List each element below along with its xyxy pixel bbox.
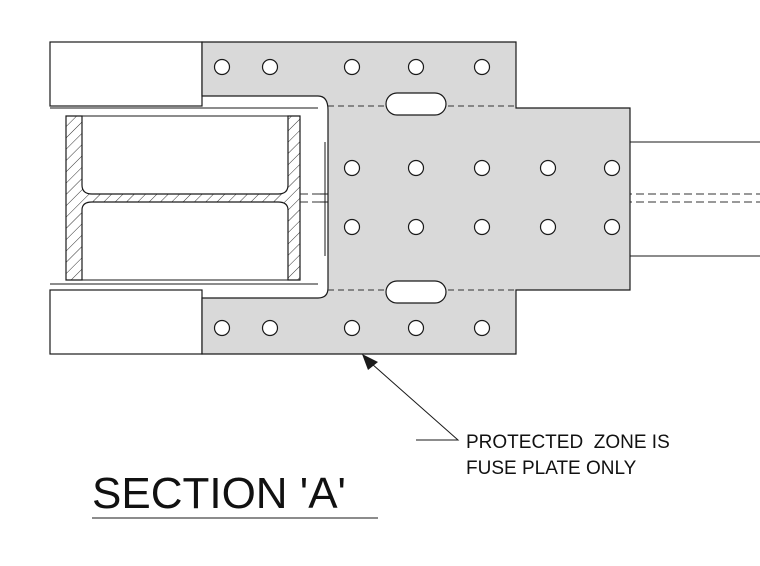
- bolt-hole: [473, 159, 491, 177]
- bolt-hole: [343, 218, 361, 236]
- beam-bottom-flange: [49, 283, 318, 355]
- bolt-hole: [473, 319, 491, 337]
- slotted-hole-bottom: [385, 280, 447, 304]
- wide-flange-section: [65, 115, 301, 281]
- beam-top-flange: [49, 41, 318, 109]
- bolt-hole: [407, 319, 425, 337]
- bolt-hole: [213, 58, 231, 76]
- bolt-hole: [261, 319, 279, 337]
- bolt-hole: [539, 218, 557, 236]
- bolt-hole: [473, 218, 491, 236]
- bolt-hole: [407, 159, 425, 177]
- note-line-2: FUSE PLATE ONLY: [466, 458, 637, 479]
- bolt-hole: [603, 159, 621, 177]
- bolt-hole: [343, 58, 361, 76]
- bolt-hole: [343, 159, 361, 177]
- bolt-hole: [407, 58, 425, 76]
- bolt-hole: [213, 319, 231, 337]
- bolt-hole: [603, 218, 621, 236]
- bolt-hole: [473, 58, 491, 76]
- section-title: SECTION 'A': [92, 469, 346, 518]
- slotted-hole-top: [385, 92, 447, 116]
- leader-arrow: [362, 354, 460, 441]
- bolt-hole: [343, 319, 361, 337]
- bolt-hole: [539, 159, 557, 177]
- bolt-hole: [261, 58, 279, 76]
- note-line-1: PROTECTED ZONE IS: [466, 432, 670, 453]
- bolt-hole: [407, 218, 425, 236]
- bolt-hole-pattern: [213, 58, 621, 337]
